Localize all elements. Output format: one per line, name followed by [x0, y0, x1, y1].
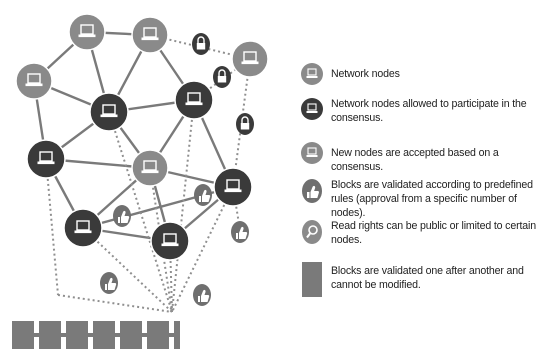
consensus-node-icon: [301, 98, 323, 120]
block: [120, 321, 142, 349]
legend-text: Blocks are validated according to predef…: [331, 179, 533, 219]
dotted-edge: [57, 294, 173, 313]
legend-text: Network nodes allowed to participate in …: [331, 98, 527, 124]
consensus-node-icon: [174, 80, 214, 120]
block-link: [34, 333, 39, 337]
thumbs-up-icon: [113, 205, 131, 227]
legend-item: Read rights can be public or limited to …: [300, 219, 546, 247]
new-node-icon: [301, 142, 323, 164]
block-link: [169, 333, 174, 337]
thumbs-up-icon: [193, 284, 211, 306]
dotted-edge: [82, 227, 173, 313]
legend-item: New nodes are accepted based on a consen…: [300, 141, 546, 174]
thumbs-up-icon: [231, 221, 249, 243]
thumbs-up-icon: [302, 179, 322, 203]
legend-text: Read rights can be public or limited to …: [331, 220, 536, 246]
dotted-edge: [171, 99, 195, 313]
consensus-node-icon: [89, 92, 129, 132]
magnifier-icon: [302, 220, 322, 244]
block: [93, 321, 115, 349]
lock-icon: [236, 113, 254, 135]
consensus-node-icon: [63, 208, 103, 248]
block: [39, 321, 61, 349]
block-link: [142, 333, 147, 337]
network-node-icon: [131, 149, 169, 187]
network-node-icon: [15, 62, 53, 100]
lock-icon: [192, 33, 210, 55]
block: [12, 321, 34, 349]
block-link: [115, 333, 120, 337]
consensus-node-icon: [26, 139, 66, 179]
legend-item: Network nodes: [300, 62, 546, 86]
thumbs-up-icon: [100, 272, 118, 294]
dotted-edge: [149, 167, 173, 313]
legend-text: New nodes are accepted based on a consen…: [331, 147, 499, 173]
legend-item: Blocks are validated according to predef…: [300, 178, 546, 220]
block-link: [61, 333, 66, 337]
network-node-icon: [68, 13, 106, 51]
new-node-icon: [231, 40, 269, 78]
dotted-edge: [171, 186, 234, 313]
block-icon: [302, 262, 322, 297]
legend-text: Network nodes: [331, 68, 400, 80]
network-node-icon: [131, 16, 169, 54]
legend-item: Blocks are validated one after another a…: [300, 262, 546, 298]
legend-item: Network nodes allowed to participate in …: [300, 97, 546, 125]
legend-text: Blocks are validated one after another a…: [331, 265, 524, 291]
dotted-edge: [232, 58, 251, 188]
block: [66, 321, 88, 349]
blockchain: [12, 321, 180, 349]
thumbs-up-icon: [194, 184, 212, 206]
consensus-node-icon: [213, 167, 253, 207]
consensus-node-icon: [150, 221, 190, 261]
lock-icon: [213, 66, 231, 88]
block: [174, 321, 180, 349]
block-link: [88, 333, 93, 337]
network-node-icon: [301, 63, 323, 85]
block: [147, 321, 169, 349]
